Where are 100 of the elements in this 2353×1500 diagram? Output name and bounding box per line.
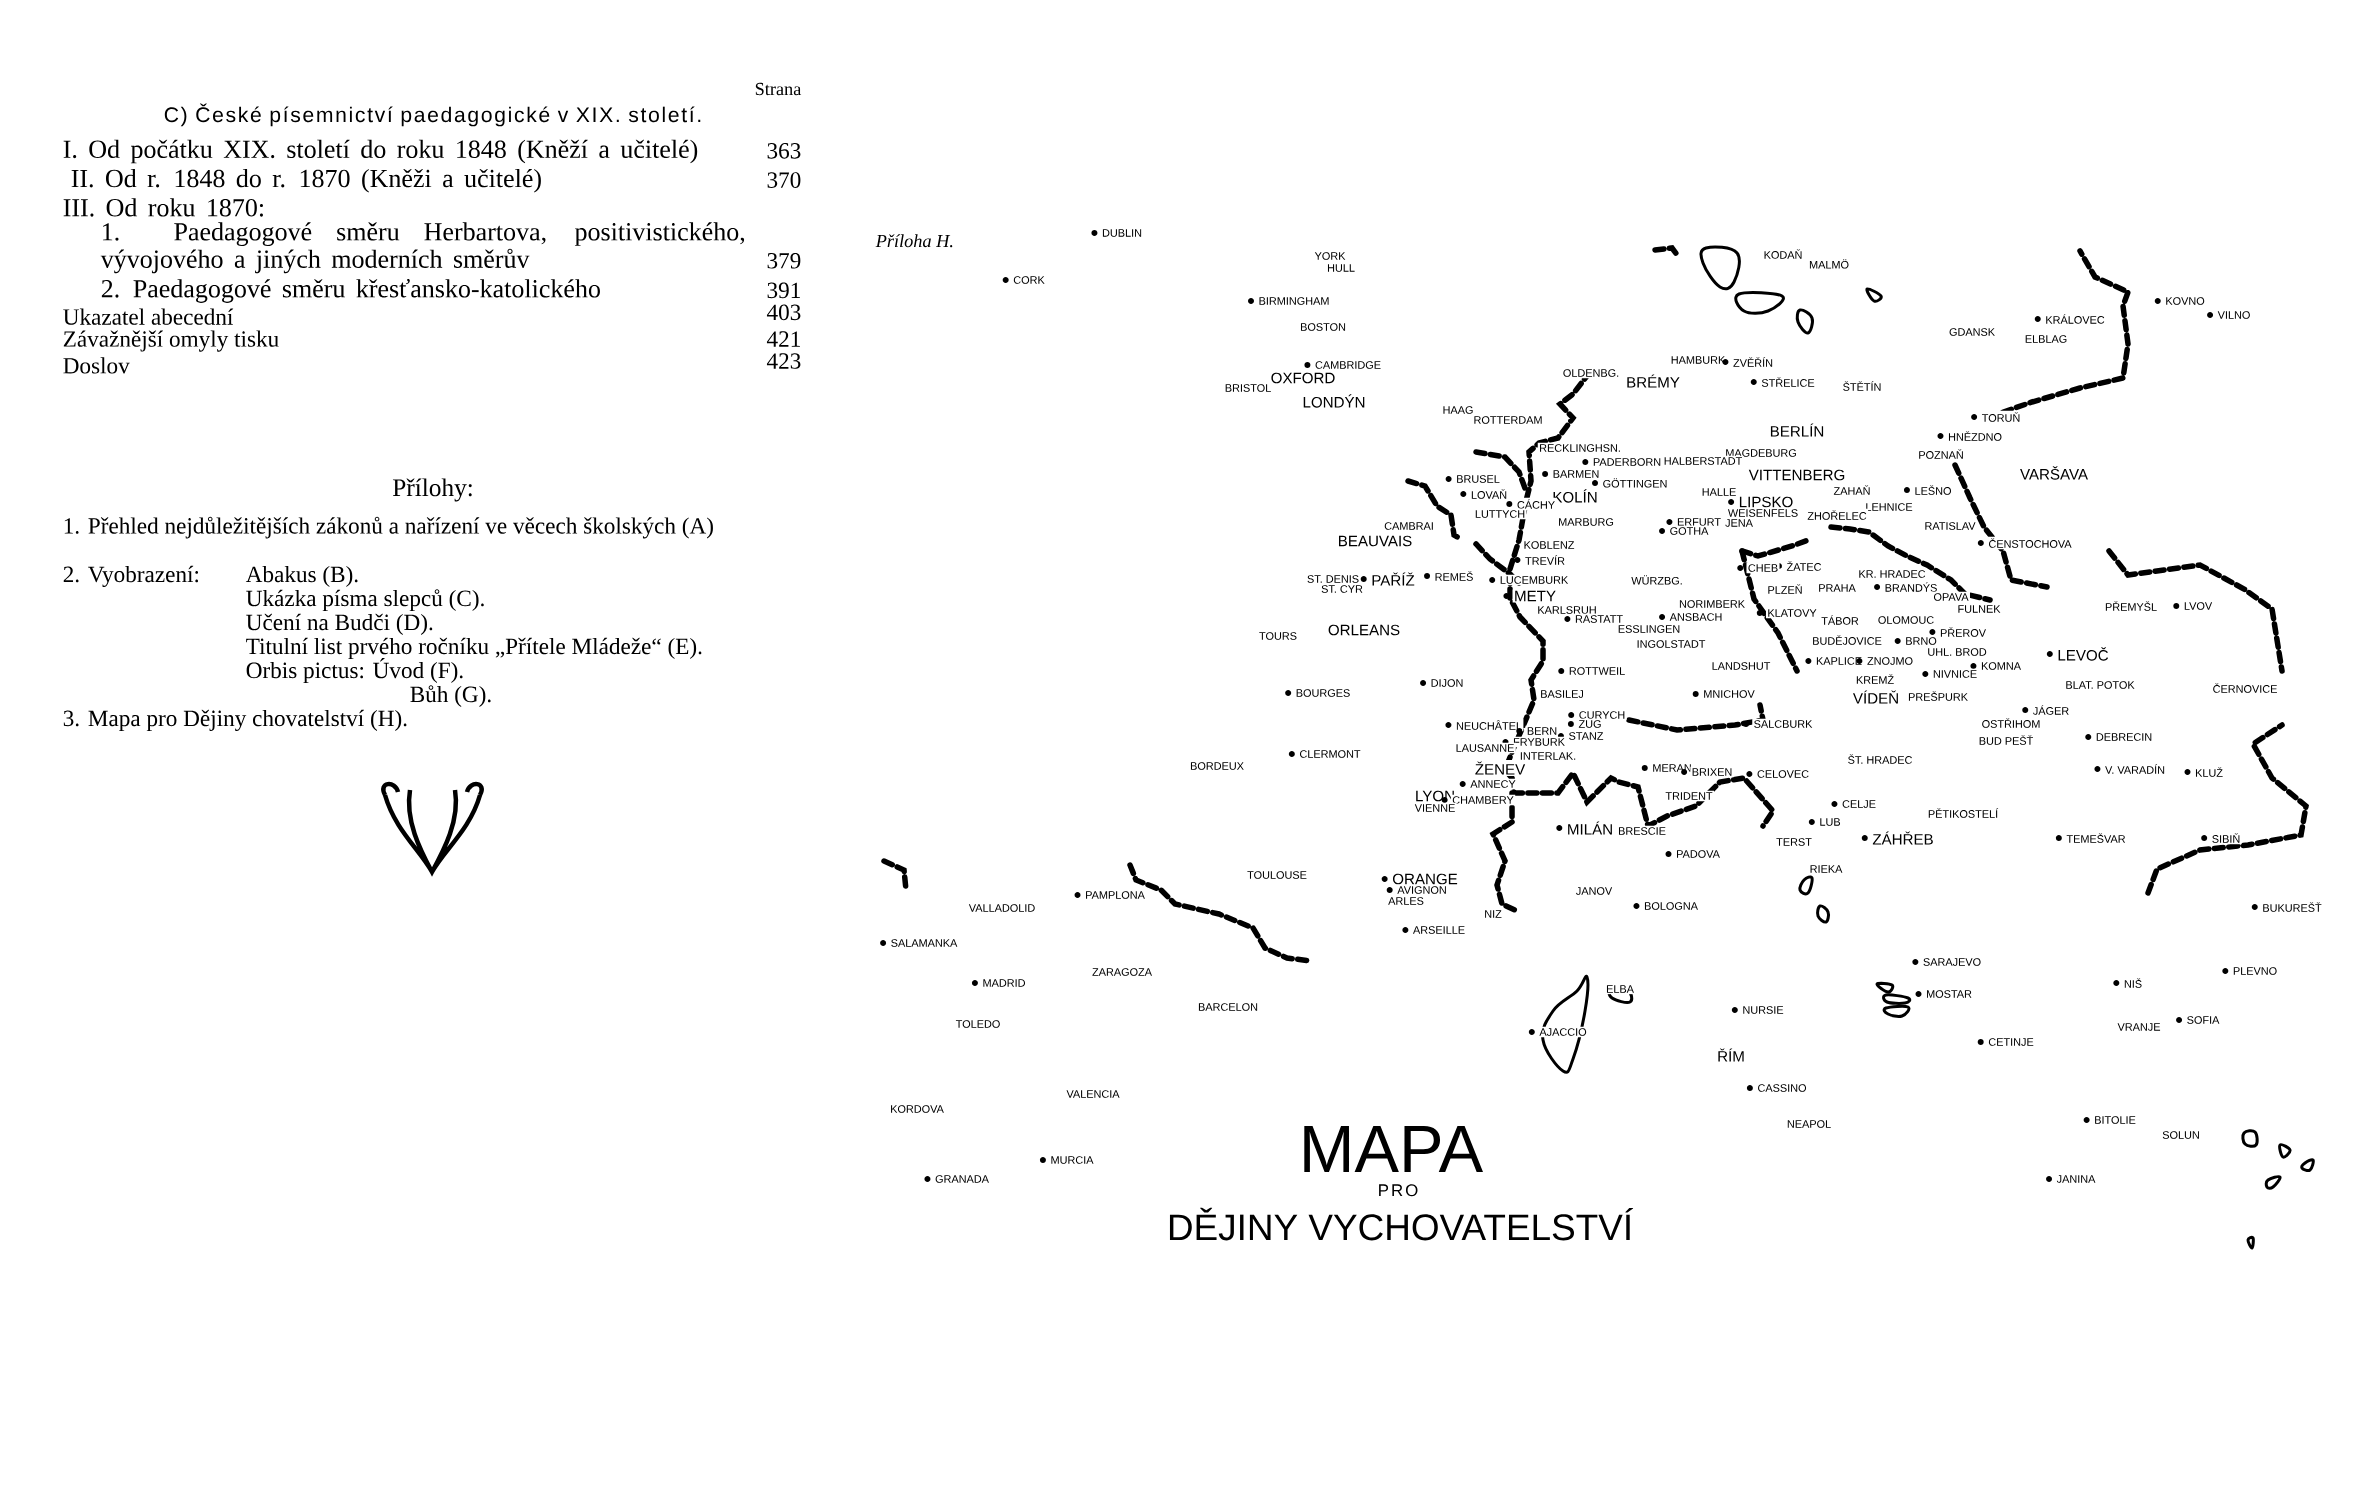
page-number: 391 <box>767 282 800 299</box>
city-label: BARMEN <box>1542 468 1601 480</box>
city-label: PADERBORN <box>1582 456 1663 468</box>
city-label: ORLEANS <box>1326 623 1402 637</box>
city-label: BRNO <box>1894 635 1939 647</box>
city-label: ČENSTOCHOVA <box>1977 536 2073 550</box>
city-label: OPAVA <box>1932 591 1970 603</box>
city-label: LOVAŇ <box>1460 487 1509 501</box>
city-label: MURCIA <box>1039 1154 1095 1166</box>
city-label: SOFIA <box>2176 1014 2221 1026</box>
city-label: RIEKA <box>1808 863 1844 875</box>
toc-entry: Doslov <box>63 357 130 374</box>
city-label: BEAUVAIS <box>1336 534 1414 548</box>
city-label: PRAHA <box>1816 582 1858 594</box>
city-label: BERN <box>1516 725 1559 737</box>
city-label: BOURGES <box>1285 687 1352 699</box>
city-label: KOVNO <box>2154 295 2207 307</box>
city-label: LEŠNO <box>1903 483 1953 497</box>
city-label: INTERLAK. <box>1518 750 1578 762</box>
city-label: MARBURG <box>1556 516 1616 528</box>
section-heading: C) České písemnictví paedagogické v XIX. století. <box>164 103 701 127</box>
city-label: BLAT. POTOK <box>2064 679 2137 691</box>
city-label: ŠT. HRADEC <box>1846 752 1914 766</box>
city-label: KARLSRUH <box>1535 604 1599 616</box>
city-label: ŽENEV <box>1473 760 1527 776</box>
city-label: CURYCH <box>1568 709 1627 721</box>
city-label: CLERMONT <box>1288 748 1362 760</box>
city-label: MNICHOV <box>1692 688 1757 700</box>
appendix-entry: Titulní list prvého ročníku „Přítele Mládeže“ (E). <box>246 637 702 659</box>
city-label: GRANADA <box>924 1173 991 1185</box>
city-label: TREVÍR <box>1514 553 1567 567</box>
city-label: DIJON <box>1420 677 1465 689</box>
appendix-entry: 2. Vyobrazení: <box>63 565 199 587</box>
city-label: JANINA <box>2046 1173 2097 1185</box>
city-label: ST. CYR <box>1319 583 1365 595</box>
city-label: BITOLIE <box>2083 1114 2138 1126</box>
city-label: AVIGNON <box>1386 884 1449 896</box>
city-label: PŘEMYŠL <box>2103 599 2159 613</box>
city-label: TERST <box>1774 836 1814 848</box>
appendix-entry: Ukázka písma slepců (C). <box>246 589 484 611</box>
city-label: NEAPOL <box>1785 1118 1833 1130</box>
city-label: TOLEDO <box>954 1018 1002 1030</box>
city-label: KR. HRADEC <box>1857 568 1927 580</box>
city-label: BRÉMY <box>1624 373 1682 389</box>
city-label: NURSIE <box>1731 1004 1785 1016</box>
city-label: CORK <box>1002 274 1047 286</box>
page-number: 370 <box>767 172 801 188</box>
appendix-label: Příloha H. <box>875 234 953 248</box>
appendix-entry: 3. Mapa pro Dějiny chovatelství (H). <box>63 709 407 731</box>
city-label: BIRMINGHAM <box>1248 295 1331 307</box>
toc-entry: 1. Paedagogové směru Herbartova, positivistického, vývojového a jiných moderních směrův <box>100 222 745 274</box>
city-label: BASILEJ <box>1538 688 1586 700</box>
city-label: VARŠAVA <box>2018 464 2090 482</box>
appendix-entry: Učení na Budči (D). <box>246 613 433 635</box>
city-label: ZAHAŇ <box>1832 483 1872 497</box>
city-label: HULL <box>1325 262 1357 274</box>
city-label: GDANSK <box>1947 326 1997 338</box>
city-label: TOULOUSE <box>1245 869 1309 881</box>
city-label: LANDSHUT <box>1710 660 1772 672</box>
toc-entry: 2. Paedagogové směru křesťansko-katolického <box>101 278 600 303</box>
city-label: JANOV <box>1574 885 1614 897</box>
city-label: KLATOVY <box>1756 607 1819 619</box>
city-label: KORDOVA <box>888 1103 946 1115</box>
city-label: PLEVNO <box>2222 965 2279 977</box>
city-label: NIŠ <box>2113 976 2144 990</box>
city-label: BUDĚJOVICE <box>1810 633 1884 647</box>
city-label: PADOVA <box>1665 848 1722 860</box>
city-label: LONDÝN <box>1301 392 1367 410</box>
city-label: DEBRECIN <box>2085 731 2154 743</box>
city-label: SIBIŇ <box>2201 831 2242 845</box>
city-label: TÁBOR <box>1819 613 1861 627</box>
city-label: ESSLINGEN <box>1616 623 1682 635</box>
city-label: PAMPLONA <box>1074 889 1147 901</box>
city-label: DUBLIN <box>1091 227 1144 239</box>
city-label: ANSBACH <box>1659 611 1724 623</box>
city-label: NORIMBERK <box>1677 598 1747 610</box>
appendix-entry: Bůh (G). <box>410 685 491 707</box>
city-label: OLDENBG. <box>1561 367 1621 379</box>
city-label: GÖTTINGEN <box>1592 477 1669 489</box>
city-label: ROTTWEIL <box>1558 665 1627 677</box>
map-title: MAPA <box>1304 1126 1483 1172</box>
city-label: BOLOGNA <box>1633 900 1700 912</box>
column-heading: Strana <box>755 82 802 96</box>
city-label: TOURS <box>1257 630 1299 642</box>
toc-entry: 1. Přehled nejdůležitějších zákonů a nařízení ve věcech školských (A) <box>64 516 713 539</box>
city-label: BERLÍN <box>1768 422 1826 438</box>
city-label: BUKUREŠŤ <box>2251 900 2324 914</box>
city-label: VILNO <box>2207 309 2252 321</box>
city-label: ROTTERDAM <box>1472 414 1544 426</box>
city-label: VALENCIA <box>1065 1088 1121 1100</box>
city-label: TEMEŠVAR <box>2055 831 2127 845</box>
city-label: OLOMOUC <box>1876 614 1936 626</box>
city-label: LEVOČ <box>2046 645 2111 663</box>
city-label: SALAMANKA <box>880 937 959 949</box>
city-label: RASTATT <box>1564 613 1625 625</box>
city-label: ARLES <box>1386 895 1426 907</box>
page-number: 403 <box>766 304 801 321</box>
city-label: CAMBRAI <box>1382 520 1436 532</box>
city-label: CASSINO <box>1746 1082 1808 1094</box>
page-number: 363 <box>767 143 801 159</box>
